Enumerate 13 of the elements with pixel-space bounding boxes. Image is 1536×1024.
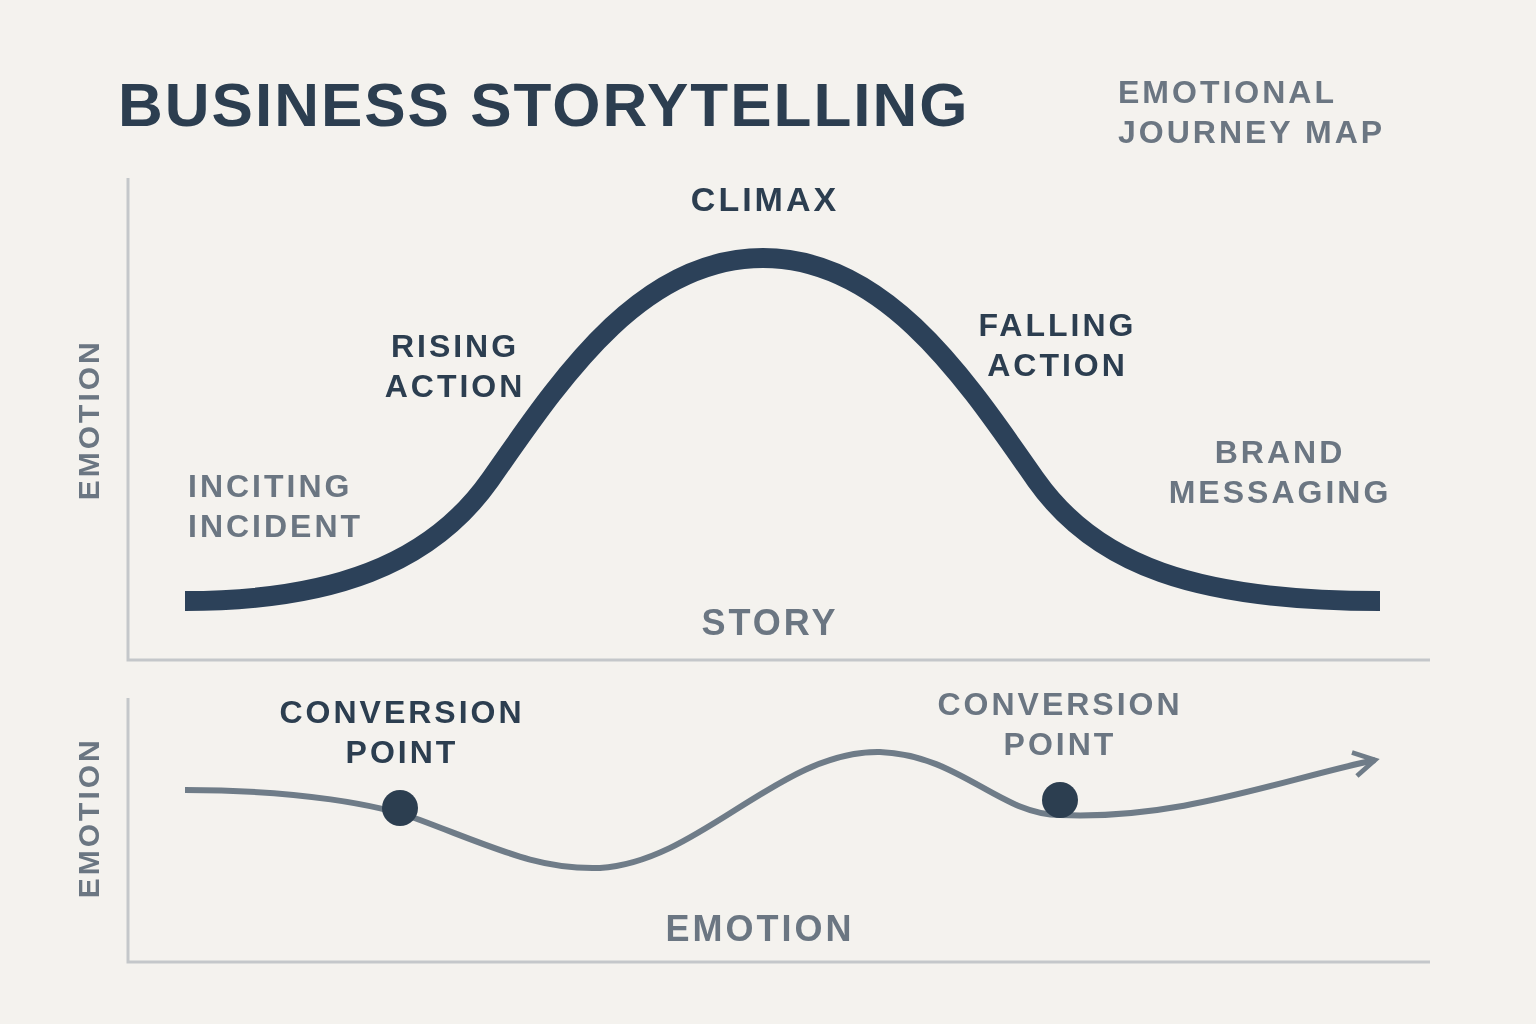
- axis-label: EMOTION: [70, 737, 106, 899]
- stage-label: RISING ACTION: [383, 327, 527, 406]
- point-label: CONVERSION POINT: [936, 685, 1184, 764]
- subtitle: EMOTIONAL JOURNEY MAP: [1118, 73, 1387, 152]
- stage-label: INCITING INCIDENT: [188, 467, 365, 546]
- axis-label: EMOTION: [664, 907, 856, 951]
- title: BUSINESS STORYTELLING: [118, 69, 970, 141]
- stage-label: FALLING ACTION: [977, 306, 1138, 385]
- axis-label: STORY: [700, 601, 840, 645]
- peak-label: CLIMAX: [689, 179, 841, 220]
- axis-label: EMOTION: [70, 339, 106, 501]
- point-label: CONVERSION POINT: [278, 693, 526, 772]
- stage-label: BRAND MESSAGING: [1167, 433, 1393, 512]
